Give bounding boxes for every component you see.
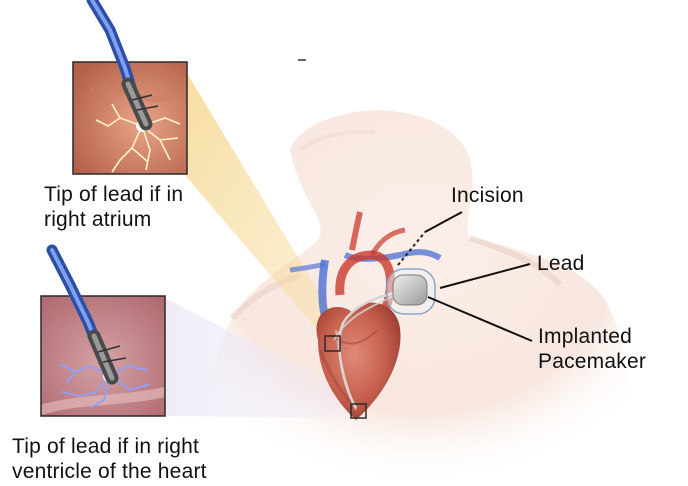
ventricle-tip-label-line1: Tip of lead if in right xyxy=(12,434,207,459)
atrium-tip-label-line1: Tip of lead if in xyxy=(44,182,183,207)
lead-label-text: Lead xyxy=(537,251,585,276)
pacemaker-label-line1: Implanted xyxy=(538,324,646,349)
ventricle-tip-label: Tip of lead if in right ventricle of the… xyxy=(12,434,207,484)
pacemaker-label: Implanted Pacemaker xyxy=(538,324,646,374)
incision-label: Incision xyxy=(451,183,524,208)
ventricle-tip-label-line2: ventricle of the heart xyxy=(12,459,207,484)
lead-label: Lead xyxy=(537,251,585,276)
incision-label-text: Incision xyxy=(451,183,524,208)
pacemaker-device-icon xyxy=(387,269,435,314)
atrium-tip-label: Tip of lead if in right atrium xyxy=(44,182,183,232)
atrium-tip-label-line2: right atrium xyxy=(44,207,183,232)
pacemaker-label-line2: Pacemaker xyxy=(538,349,646,374)
